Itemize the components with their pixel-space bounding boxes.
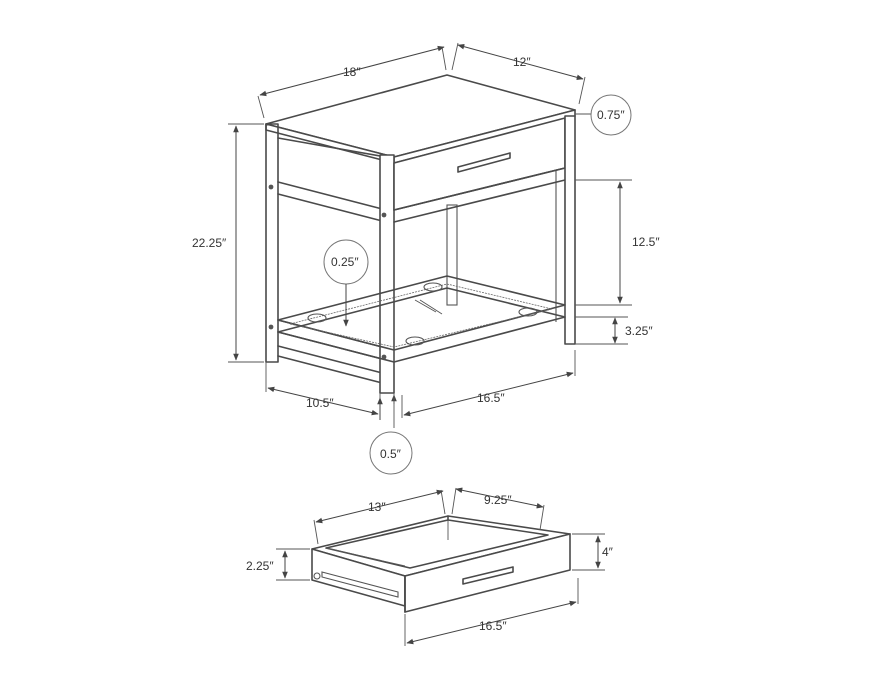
back-leg xyxy=(446,204,458,306)
label-drawer-front-width: 16.5″ xyxy=(479,619,507,633)
drawer-front-handle xyxy=(462,566,514,585)
bolts xyxy=(268,184,387,360)
label-leg-thickness: 0.25″ xyxy=(331,255,359,269)
drawer-slide xyxy=(321,571,399,598)
label-drawer-inner-depth: 9.25″ xyxy=(484,493,512,507)
label-bottom-clearance: 3.25″ xyxy=(625,324,653,338)
shelf-supports xyxy=(307,282,538,346)
bottom-shelf-frame xyxy=(277,275,566,351)
right-leg xyxy=(564,115,576,345)
drawer-drawing xyxy=(311,515,571,613)
label-leg-size: 0.5″ xyxy=(380,447,402,461)
table-dimension-lines xyxy=(228,42,632,475)
drawer-handle xyxy=(457,152,511,173)
label-top-thickness: 0.75″ xyxy=(597,108,625,122)
label-drawer-side-height: 2.25″ xyxy=(246,559,274,573)
glass-shelf xyxy=(289,283,553,348)
label-base-width: 16.5″ xyxy=(477,391,505,405)
label-overall-height: 22.25″ xyxy=(192,236,227,250)
end-table-drawing xyxy=(265,74,576,394)
label-drawer-front-height: 4″ xyxy=(602,545,614,559)
drawer-dimension-lines xyxy=(276,487,605,646)
label-top-width: 18″ xyxy=(343,65,361,79)
label-drawer-opening: 12.5″ xyxy=(632,235,660,249)
label-base-depth: 10.5″ xyxy=(306,396,334,410)
left-leg-front xyxy=(265,123,279,363)
label-top-depth: 12″ xyxy=(513,55,531,69)
label-drawer-inner-width: 13″ xyxy=(368,500,386,514)
dimension-labels: 18″ 12″ 0.75″ 22.25″ 0.25″ 12.5″ 3.25″ 1… xyxy=(192,55,660,633)
